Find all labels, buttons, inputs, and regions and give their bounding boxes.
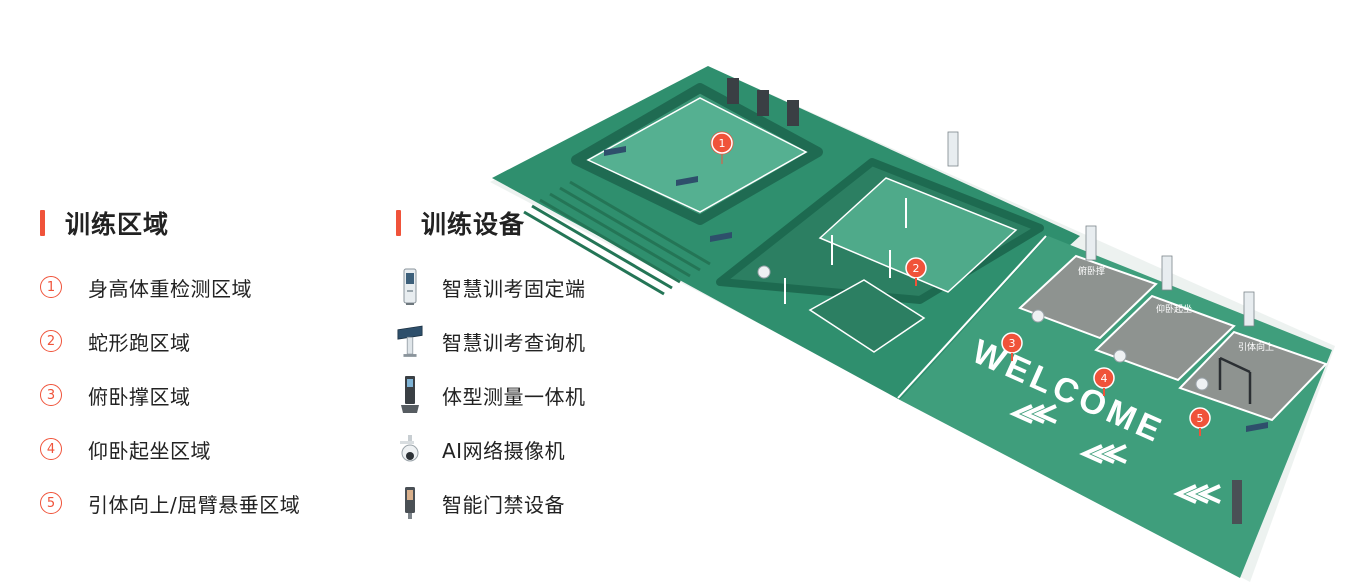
mat-label: 仰卧起坐	[1156, 303, 1192, 315]
zone-item: 5 引体向上/屈臂悬垂区域	[40, 476, 300, 530]
section-accent-bar	[40, 210, 45, 236]
equipment-item: AI网络摄像机	[396, 422, 586, 476]
serpentine-poles	[784, 198, 907, 304]
lane-stripes	[523, 180, 711, 296]
zone-item: 1 身高体重检测区域	[40, 260, 300, 314]
equipment-item: 智慧训考固定端	[396, 260, 586, 314]
zone-number-badge: 5	[40, 492, 62, 514]
query-terminal-icon	[396, 321, 424, 361]
equipment-label: 智慧训考查询机	[442, 330, 586, 355]
marker-number: 1	[719, 137, 726, 150]
zone-marker-1: 1	[710, 131, 734, 164]
equipment-label: 体型测量一体机	[442, 384, 586, 409]
situp-mat	[1094, 294, 1236, 382]
zone-marker-5: 5	[1189, 407, 1211, 436]
pullup-mat	[1178, 330, 1328, 422]
zone-label: 引体向上/屈臂悬垂区域	[88, 492, 301, 517]
body-measure-machine-icon	[396, 375, 424, 415]
zones-title: 训练区域	[65, 210, 170, 239]
zone-marker-2: 2	[905, 257, 927, 286]
device-icons	[604, 78, 1268, 524]
zone-label: 身高体重检测区域	[88, 276, 252, 301]
zone-item: 2 蛇形跑区域	[40, 314, 300, 368]
marker-number: 5	[1197, 412, 1204, 425]
zones-header: 训练区域	[40, 206, 300, 240]
marker-number: 3	[1009, 337, 1016, 350]
zone-marker-4: 4	[1093, 367, 1115, 396]
section-accent-bar	[396, 210, 401, 236]
equipment-header: 训练设备	[396, 206, 586, 240]
equipment-item: 智慧训考查询机	[396, 314, 586, 368]
marker-number: 4	[1101, 372, 1108, 385]
venue-map: 俯卧撑 仰卧起坐 引体向上 WELCOME	[490, 66, 1335, 582]
zone-marker-3: 3	[1001, 332, 1023, 361]
equipment-legend: 训练设备 智慧训考固定端 智慧训考查询机	[396, 206, 586, 530]
equipment-item: 智能门禁设备	[396, 476, 586, 530]
mat-label: 引体向上	[1238, 341, 1274, 353]
equipment-title: 训练设备	[421, 210, 526, 239]
pushup-mat	[1018, 254, 1158, 340]
zone-number-badge: 1	[40, 276, 62, 298]
zone-number-badge: 3	[40, 384, 62, 406]
zone-number-badge: 4	[40, 438, 62, 460]
equipment-label: 智慧训考固定端	[442, 276, 586, 301]
zone-label: 仰卧起坐区域	[88, 438, 211, 463]
ai-camera-icon	[396, 429, 424, 469]
zone-number-badge: 2	[40, 330, 62, 352]
access-control-icon	[396, 483, 424, 523]
pullup-bar	[1218, 356, 1252, 404]
marker-number: 2	[913, 262, 920, 275]
zone-label: 蛇形跑区域	[88, 330, 191, 355]
equipment-label: 智能门禁设备	[442, 492, 565, 517]
direction-chevrons	[1009, 404, 1221, 504]
zone-label: 俯卧撑区域	[88, 384, 191, 409]
mat-label: 俯卧撑	[1078, 265, 1105, 277]
zone-item: 4 仰卧起坐区域	[40, 422, 300, 476]
zones-legend: 训练区域 1 身高体重检测区域 2 蛇形跑区域 3 俯卧撑区域 4 仰卧起坐区域…	[40, 206, 300, 530]
zone-item: 3 俯卧撑区域	[40, 368, 300, 422]
kiosk-terminal-icon	[396, 267, 424, 307]
equipment-label: AI网络摄像机	[442, 438, 566, 463]
equipment-item: 体型测量一体机	[396, 368, 586, 422]
